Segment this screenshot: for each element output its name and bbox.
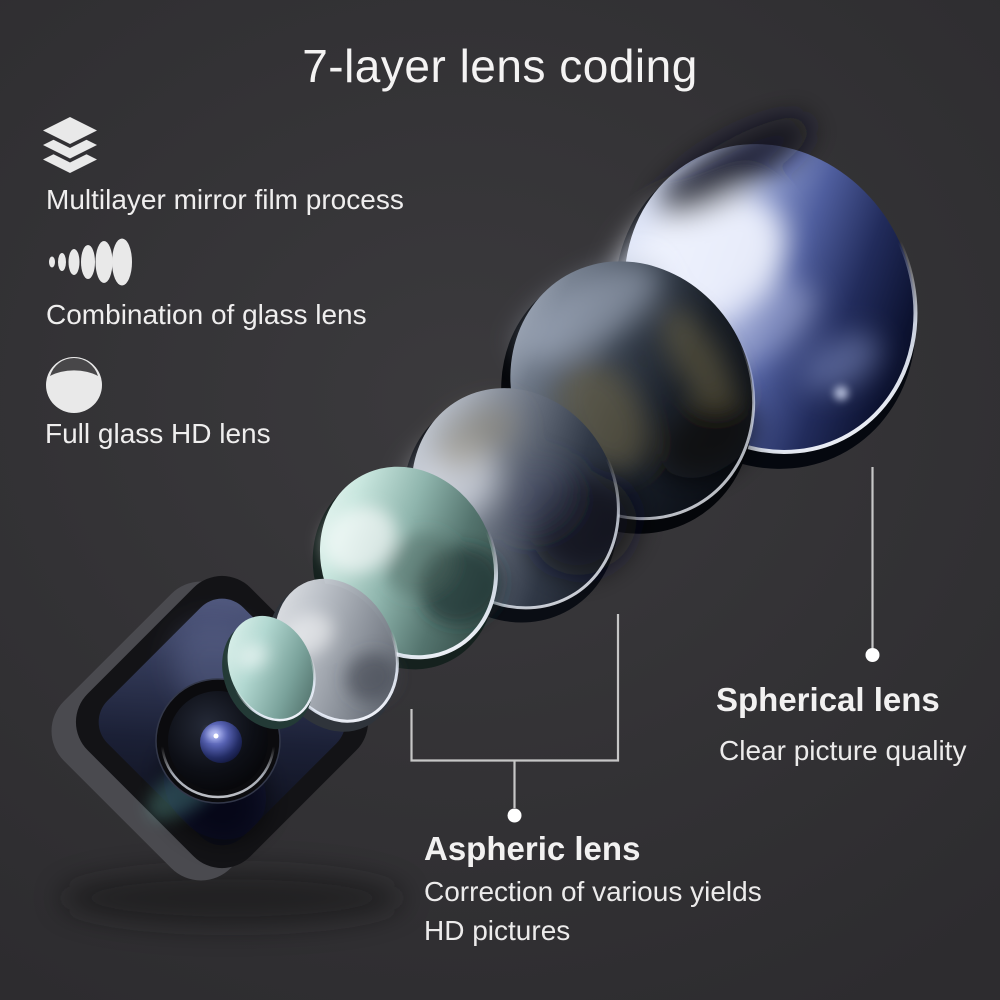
aspheric-lens-title: Aspheric lens <box>424 830 641 867</box>
lens-element-1 <box>222 614 316 730</box>
spherical-callout-dot <box>865 648 880 662</box>
lens-element-2 <box>267 577 399 732</box>
feature-label-full-glass: Full glass HD lens <box>45 418 271 449</box>
aspheric-callout-bracket <box>410 614 620 823</box>
camera-lens-pupil <box>200 721 242 763</box>
aspheric-callout-dot <box>507 808 522 823</box>
spherical-callout-line <box>865 467 880 662</box>
spherical-lens-title: Spherical lens <box>716 681 940 718</box>
lens-stack-icon <box>49 238 132 286</box>
glass-lens-icon <box>46 357 102 413</box>
aspheric-lens-subtitle-line1: Correction of various yields <box>424 876 762 907</box>
layers-icon <box>43 117 97 173</box>
aspheric-lens-subtitle-line2: HD pictures <box>424 915 571 946</box>
feature-label-multilayer: Multilayer mirror film process <box>46 184 404 215</box>
feature-label-combination: Combination of glass lens <box>46 299 367 330</box>
spherical-lens-subtitle: Clear picture quality <box>719 735 967 766</box>
page-title: 7-layer lens coding <box>302 39 698 92</box>
